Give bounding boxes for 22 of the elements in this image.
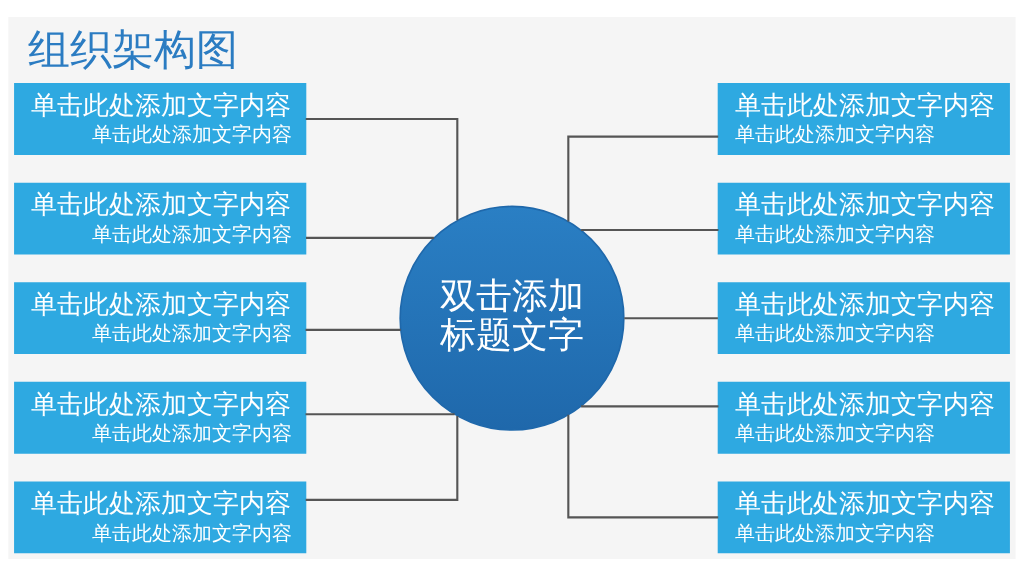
connector bbox=[581, 229, 719, 232]
connector bbox=[581, 405, 719, 408]
node-box: 单击此处添加文字内容 单击此处添加文字内容 bbox=[14, 282, 307, 355]
connector bbox=[306, 236, 434, 239]
connector bbox=[305, 415, 459, 501]
node-box: 单击此处添加文字内容 单击此处添加文字内容 bbox=[14, 381, 307, 454]
node-box: 单击此处添加文字内容 单击此处添加文字内容 bbox=[14, 83, 307, 155]
node-circle: 双击添加标题文字 bbox=[399, 205, 625, 431]
connector bbox=[305, 413, 455, 416]
node-box: 单击此处添加文字内容 单击此处添加文字内容 bbox=[717, 83, 1010, 155]
node-box: 单击此处添加文字内容 单击此处添加文字内容 bbox=[717, 282, 1010, 355]
connector bbox=[305, 117, 459, 221]
node-box: 单击此处添加文字内容 单击此处添加文字内容 bbox=[717, 381, 1010, 454]
node-box: 单击此处添加文字内容 单击此处添加文字内容 bbox=[14, 182, 307, 255]
node-box: 单击此处添加文字内容 单击此处添加文字内容 bbox=[14, 481, 307, 554]
node-box: 单击此处添加文字内容 单击此处添加文字内容 bbox=[717, 481, 1010, 554]
connector bbox=[305, 328, 401, 331]
diagram-title: 组织架构图 bbox=[27, 25, 238, 75]
node-box: 单击此处添加文字内容 单击此处添加文字内容 bbox=[717, 182, 1010, 255]
connector bbox=[567, 135, 719, 222]
connector bbox=[567, 414, 719, 519]
connector bbox=[624, 317, 718, 320]
